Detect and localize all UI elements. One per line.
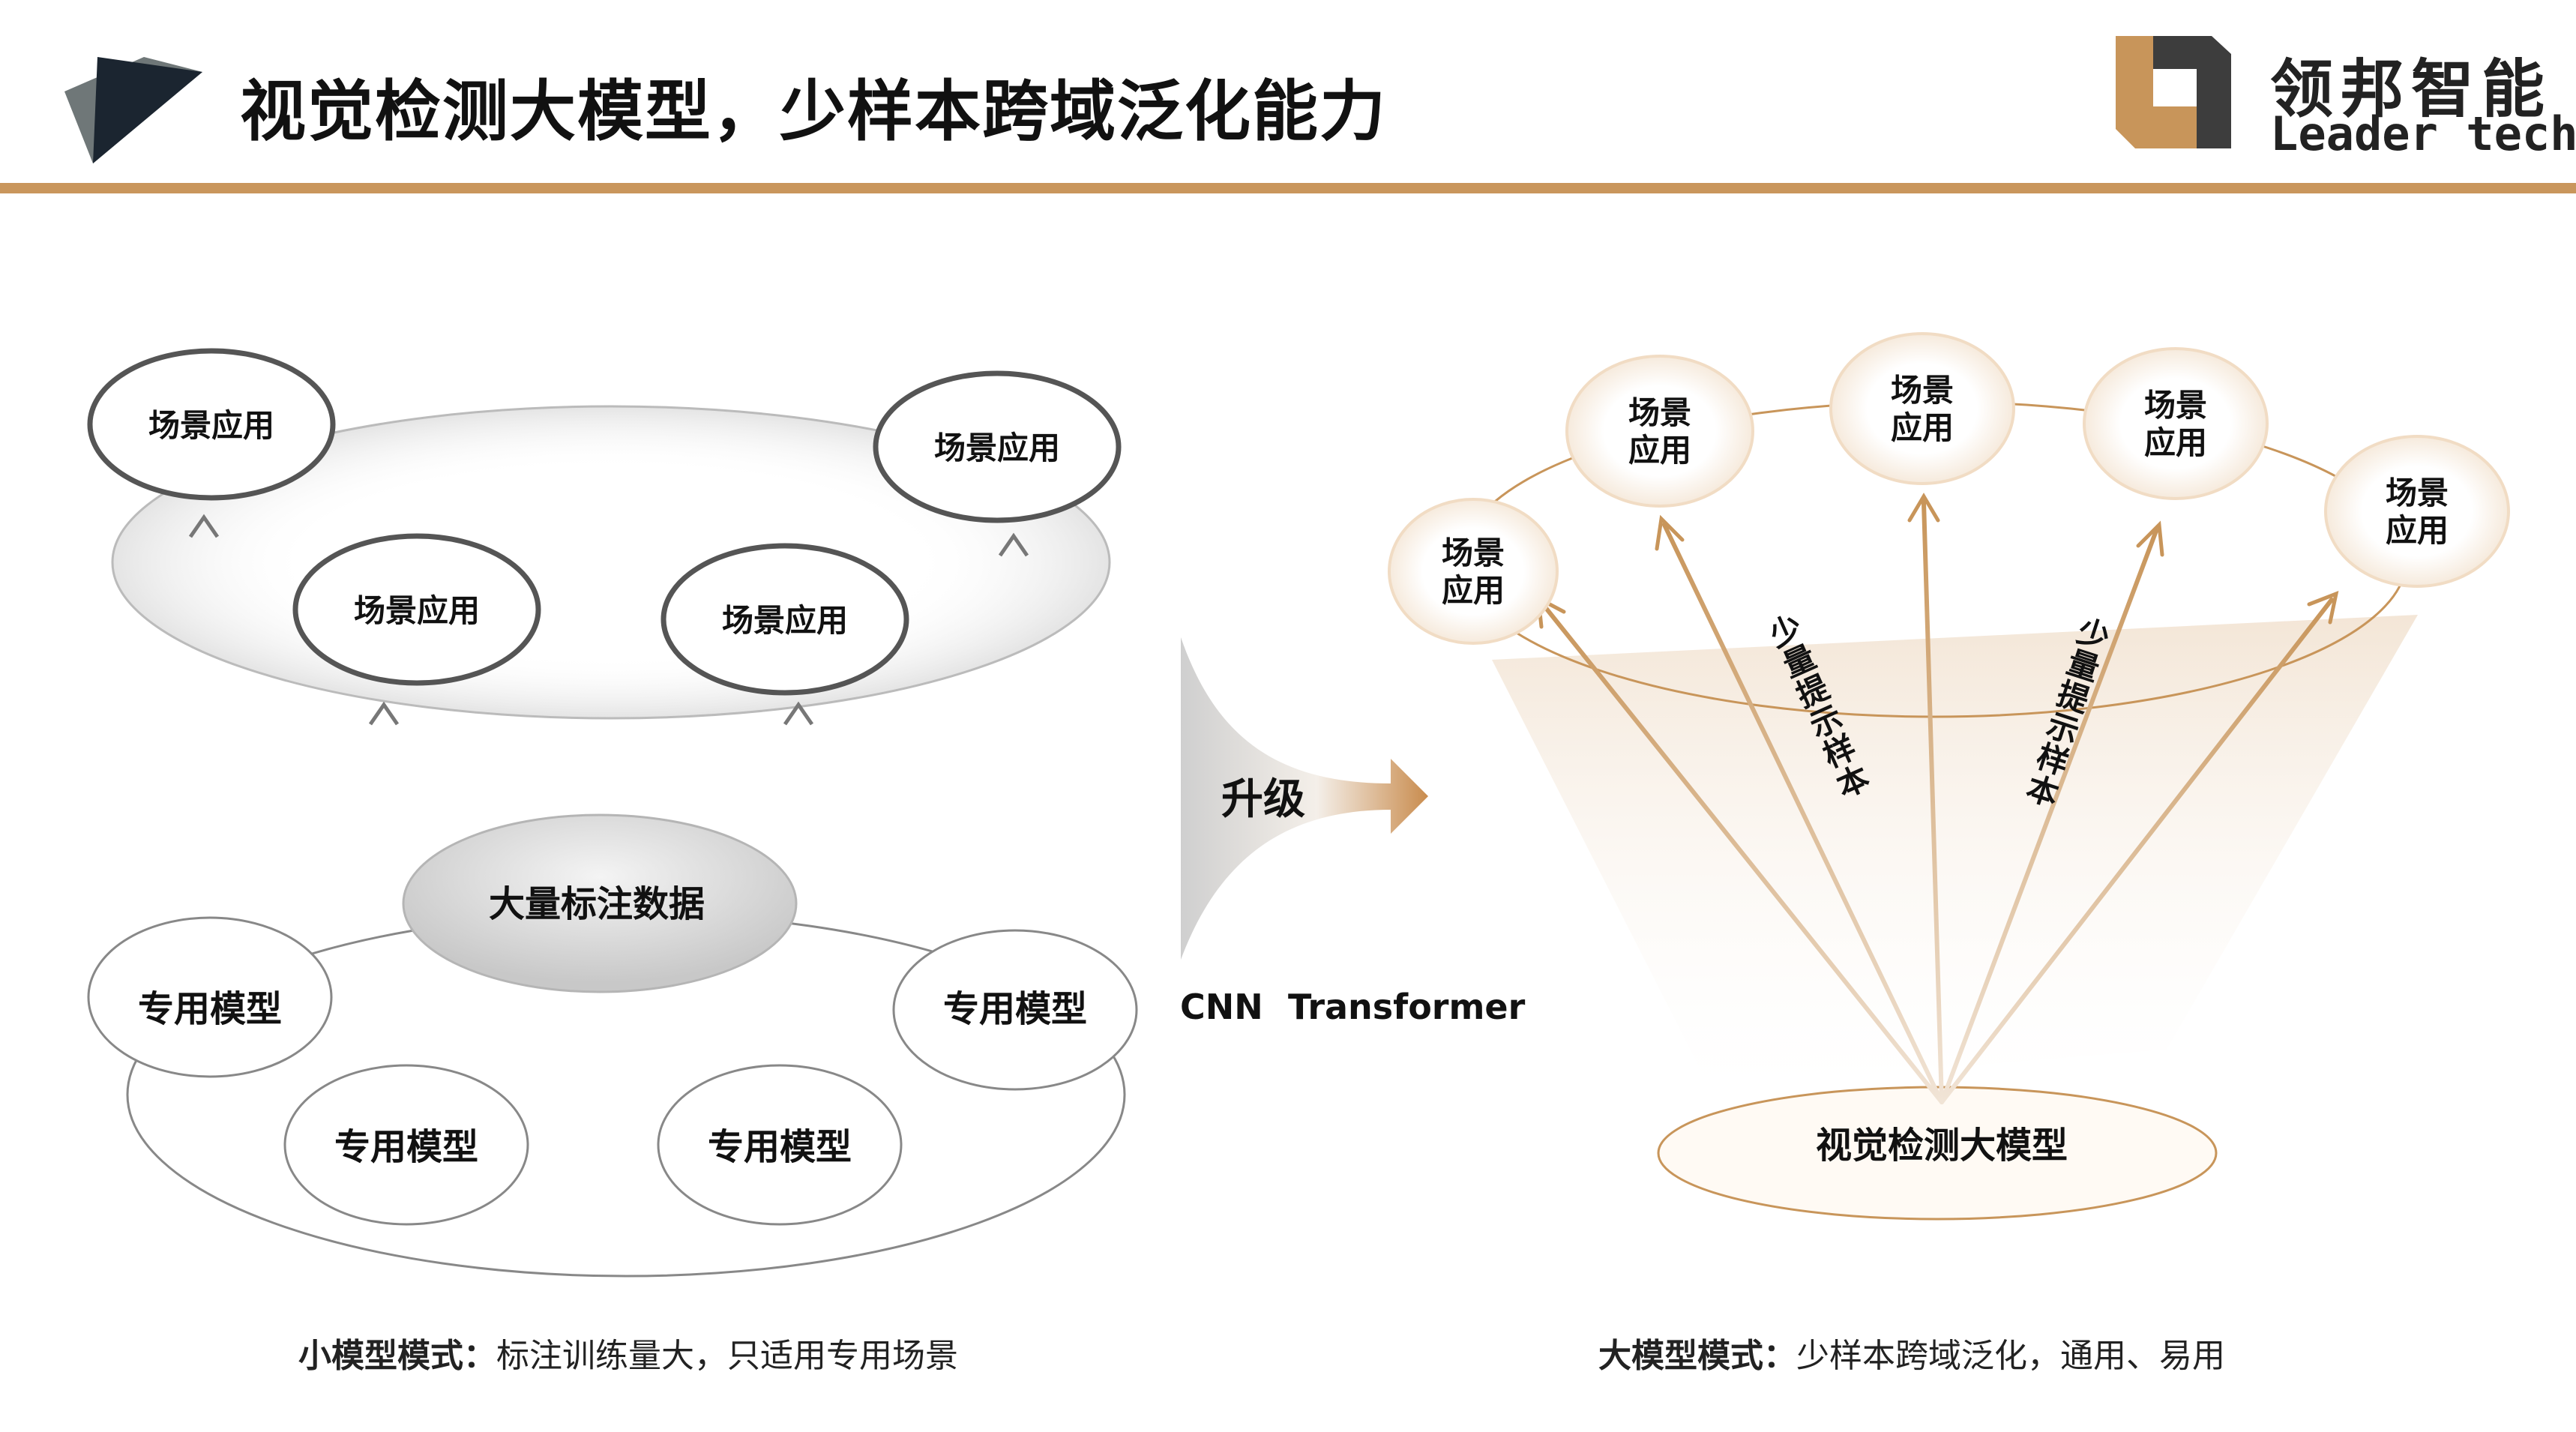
arrow-head xyxy=(783,701,814,726)
dedicated-model-label: 专用模型 xyxy=(138,988,282,1030)
arrow-head xyxy=(2136,520,2164,557)
tech-cnn-label: CNN xyxy=(1180,987,1263,1027)
arrow-head xyxy=(368,701,400,726)
left-caption-text: 标注训练量大，只适用专用场景 xyxy=(496,1337,958,1375)
arrow-head xyxy=(998,532,1029,557)
labeled-data-label: 大量标注数据 xyxy=(489,883,705,925)
brand-name-en: Leader tech xyxy=(2270,106,2576,161)
scene-app-label: 场景应用 xyxy=(148,407,274,444)
dedicated-model-node: 专用模型 xyxy=(87,916,333,1078)
scene-app-node: 场景应用 xyxy=(873,370,1122,523)
scene-app-label: 场景应用 xyxy=(1442,535,1505,609)
scene-app-bubble: 场景应用 xyxy=(2083,347,2269,500)
projection-cone xyxy=(1492,615,2418,1087)
scene-app-label: 场景应用 xyxy=(1628,394,1691,469)
scene-app-label: 场景应用 xyxy=(1891,372,1954,446)
dedicated-model-node: 专用模型 xyxy=(657,1064,903,1226)
arrow-line xyxy=(1662,523,1944,1104)
arrow-head xyxy=(2307,590,2339,625)
left-diagram: 场景应用 场景应用 场景应用 场景应用 大量标注数据 专用模型 专用模型 xyxy=(87,348,1138,1278)
scene-app-label: 场景应用 xyxy=(722,602,848,639)
left-caption-title: 小模型模式： xyxy=(298,1337,496,1375)
scene-app-bubble: 场景应用 xyxy=(1829,332,2015,485)
dedicated-model-label: 专用模型 xyxy=(943,988,1087,1030)
upgrade-label: 升级 xyxy=(1221,775,1305,824)
scene-app-label: 场景应用 xyxy=(2386,475,2449,549)
upward-arrows xyxy=(188,514,1029,1080)
arrow-head xyxy=(1907,493,1940,523)
scene-app-node: 场景应用 xyxy=(660,543,909,696)
left-caption: 小模型模式：标注训练量大，只适用专用场景 xyxy=(298,1329,958,1377)
arrow-head xyxy=(188,514,220,538)
header-logo-mark xyxy=(64,57,202,163)
dedicated-model-label: 专用模型 xyxy=(334,1126,478,1168)
header-divider xyxy=(0,183,2576,193)
brand-name-cn: 领邦智能 xyxy=(2270,52,2553,126)
right-caption-text: 少样本跨域泛化，通用、易用 xyxy=(1796,1337,2225,1375)
scene-app-label: 场景应用 xyxy=(934,430,1060,466)
arrow-line xyxy=(1939,529,2158,1104)
tech-transformer-label: Transformer xyxy=(1288,987,1526,1027)
radiating-arrows xyxy=(1536,493,2339,1104)
scene-app-label: 场景应用 xyxy=(354,592,480,629)
dedicated-model-label: 专用模型 xyxy=(708,1126,852,1168)
right-caption-title: 大模型模式： xyxy=(1598,1337,1796,1375)
dedicated-model-node: 专用模型 xyxy=(892,929,1138,1091)
right-diagram: 场景应用 场景应用 场景应用 场景应用 场景应用 少量提示样本 少量提示样本 视… xyxy=(1388,332,2510,1221)
arrow-head xyxy=(1655,514,1685,551)
arrow-line xyxy=(1939,598,2334,1104)
core-ring-ellipse xyxy=(1657,1086,2218,1221)
brand-logo-icon xyxy=(2116,36,2231,148)
scene-app-label: 场景应用 xyxy=(2144,387,2207,461)
arrow-line xyxy=(1922,500,1944,1104)
arrow-line xyxy=(1541,602,1944,1104)
scene-app-node: 场景应用 xyxy=(87,348,336,501)
scene-app-bubble: 场景应用 xyxy=(1565,355,1754,508)
scene-app-node: 场景应用 xyxy=(292,533,541,686)
core-model-label: 视觉检测大模型 xyxy=(1816,1125,2068,1167)
upgrade-arrow: 升级 xyxy=(1181,637,1428,960)
page-title: 视觉检测大模型，少样本跨域泛化能力 xyxy=(240,73,1388,150)
dedicated-model-node: 专用模型 xyxy=(283,1064,529,1226)
scene-app-bubble: 场景应用 xyxy=(1388,498,1559,645)
right-caption: 大模型模式：少样本跨域泛化，通用、易用 xyxy=(1598,1329,2225,1377)
labeled-data-node: 大量标注数据 xyxy=(402,813,798,993)
scene-app-bubble: 场景应用 xyxy=(2324,435,2510,588)
